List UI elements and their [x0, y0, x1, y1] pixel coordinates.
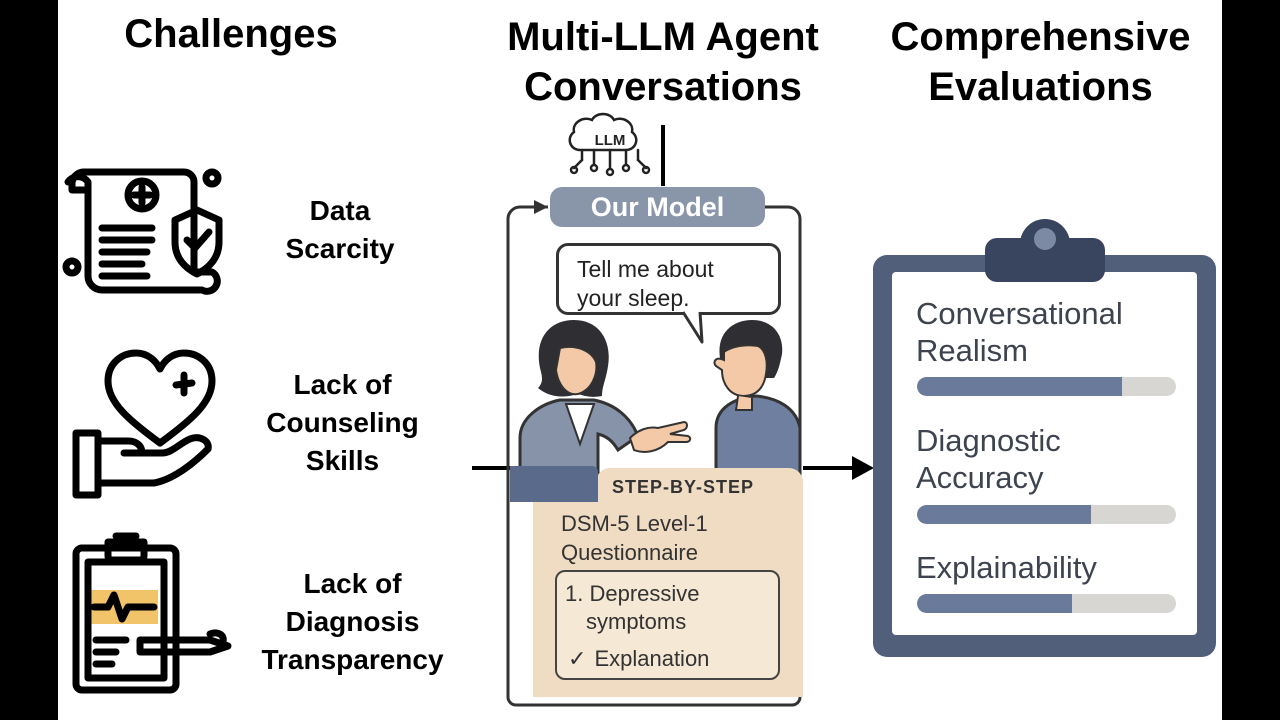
arrow-head: [852, 456, 874, 480]
speech-line: Tell me about: [577, 256, 714, 282]
questionnaire-title: DSM-5 Level-1 Questionnaire: [561, 509, 791, 567]
challenge-data-scarcity: Data Scarcity: [250, 192, 430, 268]
conversations-title-line1: Multi-LLM Agent: [507, 15, 819, 59]
llm-brain-icon: LLM: [568, 112, 651, 177]
challenge-line: Data: [309, 195, 371, 226]
challenges-title: Challenges: [124, 12, 338, 56]
metric-label: Accuracy: [916, 460, 1044, 495]
speech-bubble: Tell me about your sleep.: [556, 243, 781, 315]
evaluations-title-line1: Comprehensive: [890, 15, 1191, 59]
clipboard-clip-hole: [1034, 228, 1056, 250]
questionnaire-title-line: DSM-5 Level-1: [561, 511, 708, 536]
challenge-diagnosis-transparency: Lack of Diagnosis Transparency: [240, 565, 465, 679]
challenge-line: Transparency: [261, 644, 444, 675]
metric-bar-fill: [917, 594, 1073, 613]
question-item: 1. Depressive symptoms: [565, 580, 775, 636]
conversations-title: Multi-LLM Agent Conversations: [478, 12, 848, 112]
metric-label: Realism: [916, 333, 1028, 368]
counselor-figure: [518, 320, 692, 498]
metric-diagnostic-accuracy: Diagnostic Accuracy: [916, 422, 1061, 496]
conversations-title-line2: Conversations: [524, 65, 802, 109]
metric-bar-fill: [917, 377, 1122, 396]
evaluation-sheet: [892, 272, 1197, 635]
metric-label: Diagnostic: [916, 423, 1061, 458]
question-item-line: 1. Depressive: [565, 581, 700, 606]
metric-explainability: Explainability: [916, 549, 1097, 586]
challenge-line: Counseling: [266, 407, 419, 438]
questionnaire-title-line: Questionnaire: [561, 540, 698, 565]
llm-label: LLM: [595, 132, 626, 149]
check-icon: ✓: [568, 646, 587, 671]
folder-back: [510, 466, 598, 502]
step-by-step-label: STEP-BY-STEP: [612, 477, 755, 497]
metric-bar-explainability: [917, 594, 1176, 613]
speech-bubble-tail: [681, 311, 704, 344]
metric-label: Conversational: [916, 296, 1123, 331]
speech-line: your sleep.: [577, 285, 690, 311]
question-card: [555, 570, 780, 680]
explanation-label: Explanation: [594, 646, 710, 671]
heart-in-hand-icon: [72, 349, 216, 499]
challenge-line: Skills: [305, 445, 380, 476]
evaluations-title-line2: Evaluations: [928, 65, 1153, 109]
evaluations-title: Comprehensive Evaluations: [868, 12, 1213, 112]
metric-bar-realism: [917, 377, 1176, 396]
metric-label: Explainability: [916, 550, 1097, 585]
challenge-line: Lack of: [293, 369, 392, 400]
metric-bar-fill: [917, 505, 1091, 524]
metric-conversational-realism: Conversational Realism: [916, 295, 1123, 369]
question-item-line: symptoms: [586, 609, 687, 634]
medical-document-shield-icon: [62, 168, 223, 295]
challenge-line: Scarcity: [285, 233, 395, 264]
clipboard-pen-icon: [72, 532, 232, 694]
our-model-label: Our Model: [550, 187, 765, 227]
challenge-line: Lack of: [303, 568, 402, 599]
challenge-line: Diagnosis: [285, 606, 420, 637]
challenge-counseling-skills: Lack of Counseling Skills: [240, 366, 445, 480]
metric-bar-accuracy: [917, 505, 1176, 524]
explanation-row: ✓ Explanation: [568, 645, 778, 673]
